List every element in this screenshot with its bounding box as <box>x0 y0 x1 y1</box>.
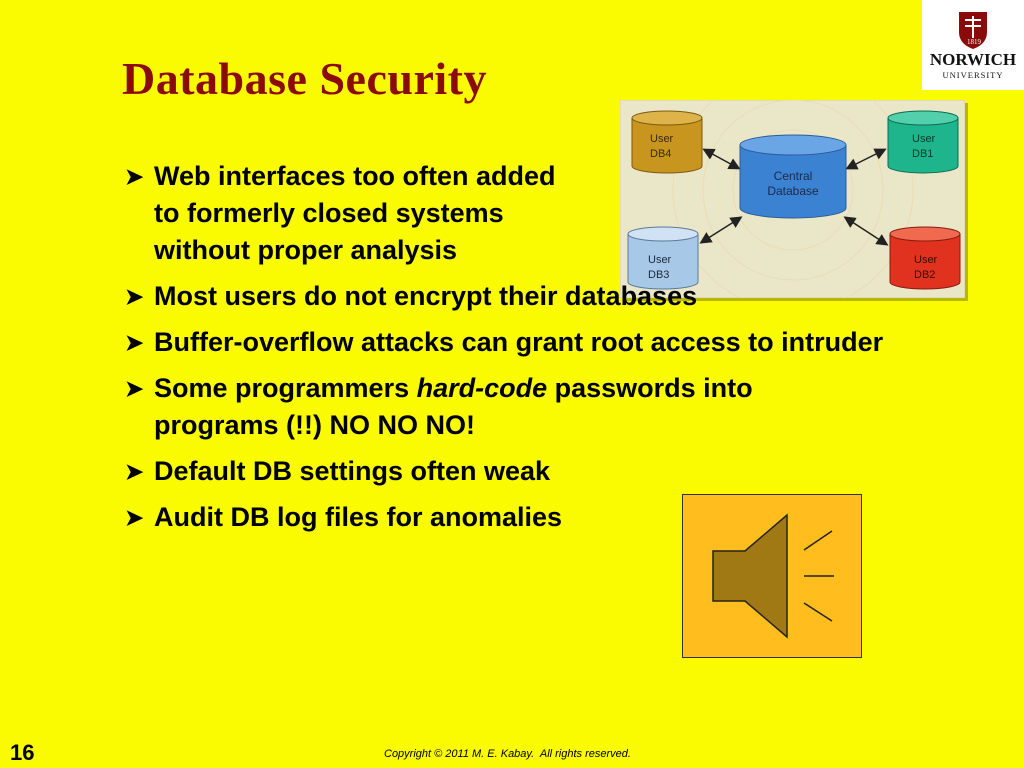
bullet-text: Buffer-overflow attacks can grant root a… <box>154 327 884 357</box>
audio-button[interactable] <box>682 494 862 658</box>
arrow-bullet-icon: ➤ <box>125 330 144 355</box>
bullet-item: ➤ Web interfaces too often added to form… <box>125 158 914 269</box>
svg-text:Central: Central <box>774 169 813 183</box>
bullet-text: Audit DB log files for anomalies <box>154 502 563 532</box>
slide-title: Database Security <box>122 53 487 104</box>
user-db3-node: User DB3 <box>627 226 699 290</box>
bullet-item: ➤ Audit DB log files for anomalies <box>125 499 914 536</box>
arrow-db3 <box>699 216 743 244</box>
svg-text:DB4: DB4 <box>650 148 671 160</box>
bullet-item: ➤ Most users do not encrypt their databa… <box>125 278 914 315</box>
arrow-db1 <box>845 148 887 170</box>
bullet-item: ➤ Some programmers hard-code passwords i… <box>125 370 914 444</box>
slide-number: 16 <box>10 740 35 765</box>
svg-text:DB2: DB2 <box>914 269 935 281</box>
bullet-text: Web interfaces too often added to former… <box>154 161 556 265</box>
arrow-db4 <box>702 148 741 170</box>
svg-text:Database: Database <box>767 184 819 198</box>
user-db1-node: User DB1 <box>887 110 959 174</box>
arrow-bullet-icon: ➤ <box>125 459 144 484</box>
svg-text:DB1: DB1 <box>912 148 933 160</box>
arrow-bullet-icon: ➤ <box>125 164 144 189</box>
bullet-item: ➤ Buffer-overflow attacks can grant root… <box>125 324 914 361</box>
database-diagram: Central Database User DB4 User DB1 User … <box>620 100 965 298</box>
shield-emblem-icon: 1819 <box>959 12 987 49</box>
arrow-bullet-icon: ➤ <box>125 284 144 309</box>
arrow-bullet-icon: ➤ <box>125 376 144 401</box>
svg-text:User: User <box>650 133 674 145</box>
svg-text:1819: 1819 <box>967 38 982 46</box>
svg-text:DB3: DB3 <box>648 269 669 281</box>
bullet-text: Some programmers hard-code passwords int… <box>154 373 753 440</box>
bullet-list: ➤ Web interfaces too often added to form… <box>125 158 914 545</box>
bullet-item: ➤ Default DB settings often weak <box>125 453 914 490</box>
svg-text:User: User <box>648 254 672 266</box>
central-database: Central Database <box>739 134 847 219</box>
speaker-icon <box>712 513 834 639</box>
university-logo: 1819 NORWICH UNIVERSITY <box>922 0 1024 90</box>
copyright-text: Copyright © 2011 M. E. Kabay. All rights… <box>384 748 631 760</box>
arrow-bullet-icon: ➤ <box>125 505 144 530</box>
logo-name: NORWICH <box>929 50 1017 69</box>
emphasis-text: hard-code <box>416 373 548 403</box>
bullet-text: Most users do not encrypt their database… <box>154 281 698 311</box>
svg-text:User: User <box>912 133 936 145</box>
svg-text:User: User <box>914 254 938 266</box>
logo-subtitle: UNIVERSITY <box>942 70 1004 80</box>
user-db2-node: User DB2 <box>889 226 961 290</box>
arrow-db2 <box>843 216 889 246</box>
bullet-text: Default DB settings often weak <box>154 456 551 486</box>
user-db4-node: User DB4 <box>631 110 703 174</box>
